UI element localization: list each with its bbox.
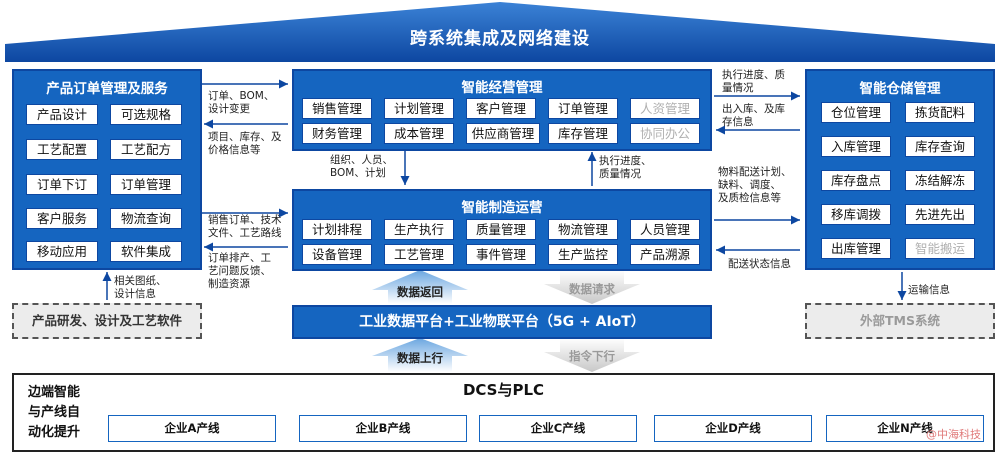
note-mid-to-top: 执行进度、 质量情况 — [599, 155, 652, 180]
note-top-to-left: 项目、库存、及 价格信息等 — [208, 131, 282, 156]
note-top-to-mid: 组织、人员、 BOM、计划 — [330, 154, 393, 179]
mid-chip-monitoring[interactable]: 生产监控 — [548, 244, 618, 265]
mid-chip-logistics[interactable]: 物流管理 — [548, 219, 618, 240]
left-chip-logistics-query[interactable]: 物流查询 — [110, 208, 182, 229]
warehouse-panel: 智能仓储管理 仓位管理 拣货配料 入库管理 库存查询 库存盘点 冻结解冻 移库调… — [805, 69, 995, 270]
dcs-plc-title: DCS与PLC — [462, 381, 545, 399]
left-chip-product-design[interactable]: 产品设计 — [26, 104, 98, 125]
right-chip-fifo[interactable]: 先进先出 — [905, 204, 975, 225]
command-down-label: 指令下行 — [569, 349, 615, 363]
line-chip-n[interactable]: 企业N产线 — [826, 415, 984, 442]
product-order-title: 产品订单管理及服务 — [46, 81, 168, 97]
roof-banner — [5, 2, 995, 62]
mid-chip-equipment[interactable]: 设备管理 — [302, 244, 372, 265]
right-chip-transfer[interactable]: 移库调拨 — [821, 204, 891, 225]
mid-chip-quality[interactable]: 质量管理 — [466, 219, 536, 240]
top-chip-order[interactable]: 订单管理 — [548, 98, 618, 119]
note-design-to-left: 相关图纸、 设计信息 — [114, 275, 167, 300]
note-mid-to-right: 物料配送计划、 缺料、调度、 及质检信息等 — [718, 166, 792, 204]
left-chip-optional-spec[interactable]: 可选规格 — [110, 104, 182, 125]
data-up-label: 数据上行 — [397, 351, 443, 365]
line-chip-d[interactable]: 企业D产线 — [654, 415, 812, 442]
mid-chip-traceability[interactable]: 产品溯源 — [630, 244, 700, 265]
right-chip-freeze[interactable]: 冻结解冻 — [905, 170, 975, 191]
iot-data-platform[interactable]: 工业数据平台+工业物联平台（5G + AIoT） — [292, 305, 712, 339]
left-chip-process-config[interactable]: 工艺配置 — [26, 139, 98, 160]
right-chip-inbound[interactable]: 入库管理 — [821, 136, 891, 157]
manufacturing-ops-title: 智能制造运营 — [461, 200, 543, 216]
left-chip-software-integration[interactable]: 软件集成 — [110, 241, 182, 262]
manufacturing-ops-panel: 智能制造运营 计划排程 生产执行 质量管理 物流管理 人员管理 设备管理 工艺管… — [292, 189, 712, 271]
left-chip-order-manage[interactable]: 订单管理 — [110, 174, 182, 195]
right-chip-stock-query[interactable]: 库存查询 — [905, 136, 975, 157]
note-right-to-tms: 运输信息 — [908, 284, 950, 296]
right-chip-location[interactable]: 仓位管理 — [821, 102, 891, 123]
edge-automation-box: 边端智能 与产线自 动化提升 DCS与PLC 企业A产线 企业B产线 企业C产线… — [12, 373, 995, 452]
top-chip-finance[interactable]: 财务管理 — [302, 123, 372, 144]
mid-chip-scheduling[interactable]: 计划排程 — [302, 219, 372, 240]
line-chip-c[interactable]: 企业C产线 — [479, 415, 637, 442]
watermark: @中海科技 — [926, 428, 981, 441]
note-right-to-top: 出入库、及库 存信息 — [722, 103, 785, 128]
top-chip-cost[interactable]: 成本管理 — [384, 123, 454, 144]
business-management-title: 智能经营管理 — [461, 80, 543, 96]
left-chip-customer-service[interactable]: 客户服务 — [26, 208, 98, 229]
top-chip-hr[interactable]: 人资管理 — [630, 98, 700, 119]
edge-side-label: 边端智能 与产线自 动化提升 — [28, 385, 81, 440]
right-chip-outbound[interactable]: 出库管理 — [821, 238, 891, 259]
note-left-to-mid: 销售订单、技术 文件、工艺路线 — [208, 214, 282, 239]
mid-chip-production-exec[interactable]: 生产执行 — [384, 219, 454, 240]
mid-chip-process[interactable]: 工艺管理 — [384, 244, 454, 265]
data-request-label: 数据请求 — [569, 282, 615, 296]
left-chip-order-place[interactable]: 订单下订 — [26, 174, 98, 195]
mid-chip-personnel[interactable]: 人员管理 — [630, 219, 700, 240]
design-software-box[interactable]: 产品研发、设计及工艺软件 — [12, 303, 202, 339]
right-chip-smart-handling[interactable]: 智能搬运 — [905, 238, 975, 259]
top-chip-inventory[interactable]: 库存管理 — [548, 123, 618, 144]
note-right-to-mid: 配送状态信息 — [728, 258, 791, 270]
right-chip-stocktake[interactable]: 库存盘点 — [821, 170, 891, 191]
roof-title: 跨系统集成及网络建设 — [410, 29, 590, 49]
mid-chip-event[interactable]: 事件管理 — [466, 244, 536, 265]
right-chip-picking[interactable]: 拣货配料 — [905, 102, 975, 123]
line-chip-b[interactable]: 企业B产线 — [299, 415, 467, 442]
left-chip-mobile-app[interactable]: 移动应用 — [26, 241, 98, 262]
data-return-label: 数据返回 — [397, 285, 443, 299]
external-tms-box[interactable]: 外部TMS系统 — [805, 303, 995, 339]
note-left-to-top: 订单、BOM、 设计变更 — [208, 90, 275, 115]
note-mid-to-left: 订单排产、工 艺问题反馈、 制造资源 — [208, 252, 271, 290]
top-chip-supplier[interactable]: 供应商管理 — [466, 123, 540, 144]
top-chip-planning[interactable]: 计划管理 — [384, 98, 454, 119]
warehouse-title: 智能仓储管理 — [859, 81, 941, 97]
top-chip-customer[interactable]: 客户管理 — [466, 98, 536, 119]
note-top-to-right: 执行进度、质 量情况 — [722, 69, 785, 94]
business-management-panel: 智能经营管理 销售管理 计划管理 客户管理 订单管理 人资管理 财务管理 成本管… — [292, 69, 712, 151]
product-order-panel: 产品订单管理及服务 产品设计 可选规格 工艺配置 工艺配方 订单下订 订单管理 … — [12, 69, 202, 270]
left-chip-process-recipe[interactable]: 工艺配方 — [110, 139, 182, 160]
top-chip-sales[interactable]: 销售管理 — [302, 98, 372, 119]
line-chip-a[interactable]: 企业A产线 — [108, 415, 276, 442]
top-chip-collaboration[interactable]: 协同办公 — [630, 123, 700, 144]
